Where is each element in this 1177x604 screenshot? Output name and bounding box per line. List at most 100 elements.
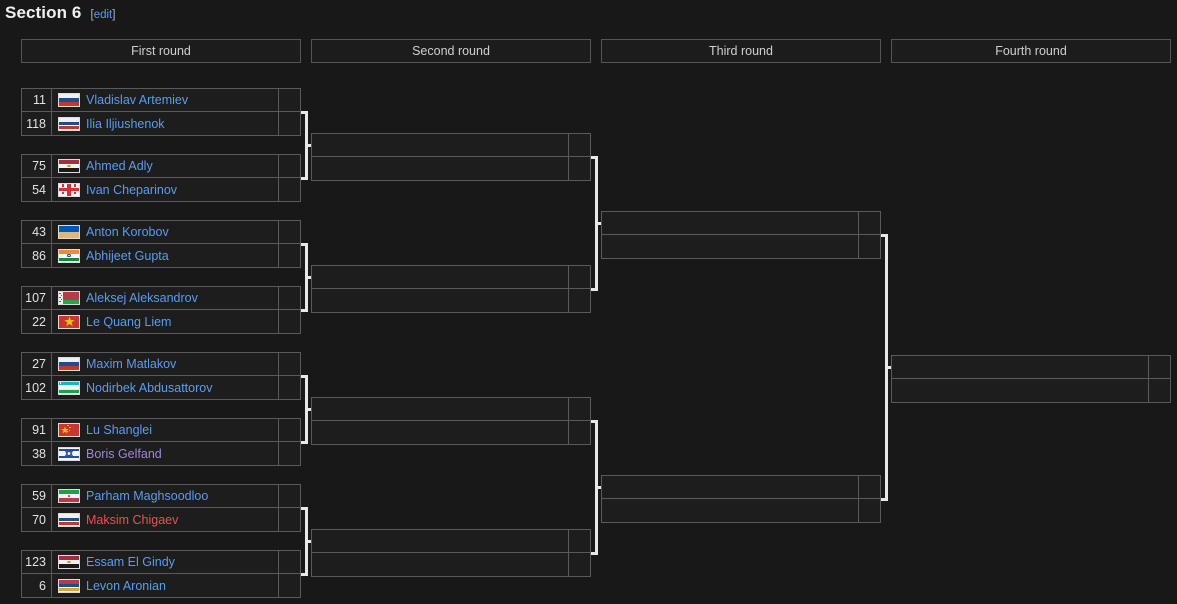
match-box: 75 Ahmed Adly 54 Ivan Cheparinov (21, 154, 301, 202)
player-link[interactable]: Essam El Gindy (86, 555, 175, 569)
flag-icon-ru (58, 93, 80, 107)
player-link[interactable]: Boris Gelfand (86, 446, 162, 461)
match-box (891, 355, 1171, 403)
player-link[interactable]: Vladislav Artemiev (86, 93, 189, 107)
player-name-cell: Maksim Chigaev (52, 508, 278, 531)
player-score (568, 530, 590, 552)
match-player-row (311, 289, 591, 313)
player-seed: 75 (22, 155, 52, 177)
player-name-cell: Nodirbek Abdusattorov (52, 376, 278, 399)
round-header-label: Second round (412, 44, 490, 58)
player-link[interactable]: Maksim Chigaev (86, 512, 179, 527)
connector-stub (301, 111, 308, 114)
flag-icon-il (58, 446, 80, 461)
player-link[interactable]: Ivan Cheparinov (86, 182, 178, 197)
connector-stub (301, 309, 308, 312)
match-player-row (891, 379, 1171, 403)
match-player-row (311, 397, 591, 421)
player-name-cell (312, 157, 568, 180)
player-name-cell: Maxim Matlakov (52, 353, 278, 375)
player-link[interactable]: Ilia Iljiushenok (86, 116, 165, 131)
section-heading: Section 6 [edit] (5, 3, 115, 23)
player-score (278, 551, 300, 573)
match-player-row (601, 211, 881, 235)
connector-stub (881, 234, 888, 237)
match-player-row: 75 Ahmed Adly (21, 154, 301, 178)
player-link[interactable]: Abhijeet Gupta (86, 248, 169, 263)
player-link[interactable]: Ahmed Adly (86, 159, 153, 173)
player-name-cell: Levon Aronian (52, 574, 278, 597)
match-player-row (601, 235, 881, 259)
connector-feed (885, 366, 891, 369)
connector-feed (305, 276, 311, 279)
connector-feed (305, 540, 311, 543)
player-score (568, 134, 590, 156)
player-link[interactable]: Maxim Matlakov (86, 357, 177, 371)
player-name-cell (312, 398, 568, 420)
match-box (601, 475, 881, 523)
player-score (568, 398, 590, 420)
bracket-close: ] (112, 9, 116, 21)
player-score (278, 485, 300, 507)
player-link[interactable]: Nodirbek Abdusattorov (86, 380, 213, 395)
player-score (278, 442, 300, 465)
match-player-row (601, 475, 881, 499)
player-score (278, 287, 300, 309)
flag-icon-vn (58, 314, 80, 329)
connector-stub (591, 552, 598, 555)
round-header-label: Third round (709, 44, 773, 58)
player-seed: 107 (22, 287, 52, 309)
flag-icon-by (58, 291, 80, 305)
match-player-row (311, 421, 591, 445)
flag-icon-ua (58, 225, 80, 239)
match-player-row: 43 Anton Korobov (21, 220, 301, 244)
player-link[interactable]: Parham Maghsoodloo (86, 489, 209, 503)
edit-section-link-wrapper: [edit] (90, 9, 115, 21)
edit-link[interactable]: edit (93, 9, 113, 21)
player-score (278, 89, 300, 111)
match-player-row: 54 Ivan Cheparinov (21, 178, 301, 202)
player-link[interactable]: Anton Korobov (86, 225, 169, 239)
flag-icon-ru (58, 512, 80, 527)
match-box (311, 265, 591, 313)
player-seed: 102 (22, 376, 52, 399)
match-player-row (311, 553, 591, 577)
connector-stub (301, 507, 308, 510)
player-score (278, 353, 300, 375)
player-seed: 91 (22, 419, 52, 441)
player-seed: 54 (22, 178, 52, 201)
round-header-second: Second round (311, 39, 591, 63)
player-link[interactable]: Levon Aronian (86, 578, 166, 593)
player-seed: 6 (22, 574, 52, 597)
player-link[interactable]: Lu Shanglei (86, 423, 153, 437)
player-name-cell: Essam El Gindy (52, 551, 278, 573)
player-link[interactable]: Aleksej Aleksandrov (86, 291, 198, 305)
flag-icon-ru (58, 116, 80, 131)
player-score (858, 235, 880, 258)
flag-icon-in (58, 248, 80, 263)
match-player-row (891, 355, 1171, 379)
flag-icon-cn (58, 423, 80, 437)
match-player-row (311, 157, 591, 181)
player-name-cell: Ivan Cheparinov (52, 178, 278, 201)
player-link[interactable]: Le Quang Liem (86, 314, 172, 329)
flag-icon-ru (58, 357, 80, 371)
player-name-cell (312, 553, 568, 576)
connector-feed (595, 486, 601, 489)
player-name-cell (602, 476, 858, 498)
player-score (278, 419, 300, 441)
player-seed: 59 (22, 485, 52, 507)
match-player-row: 107 Aleksej Aleksandrov (21, 286, 301, 310)
player-seed: 43 (22, 221, 52, 243)
connector-stub (301, 177, 308, 180)
player-name-cell: Anton Korobov (52, 221, 278, 243)
player-name-cell (602, 499, 858, 522)
